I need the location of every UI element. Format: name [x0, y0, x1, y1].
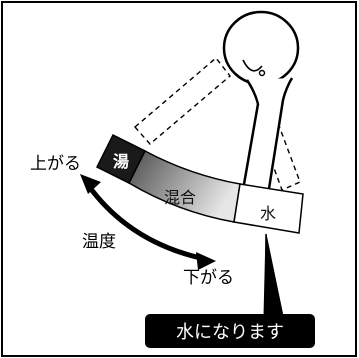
temperature-down-label: 下がる — [183, 268, 234, 288]
callout-box — [145, 314, 315, 348]
temperature-up-label: 上がる — [30, 154, 81, 174]
callout-pointer — [263, 233, 284, 317]
faucet-lever-icon — [222, 10, 300, 197]
ghost-lever-left — [134, 56, 231, 145]
temperature-label: 温度 — [82, 232, 116, 252]
double-arrow-icon — [80, 174, 216, 270]
cold-segment — [233, 183, 304, 234]
cold-label: 水 — [260, 204, 276, 223]
hot-label: 湯 — [113, 152, 129, 171]
mix-label: 混合 — [164, 188, 196, 207]
callout-text: 水になります — [176, 322, 284, 343]
mix-segment — [128, 149, 241, 223]
